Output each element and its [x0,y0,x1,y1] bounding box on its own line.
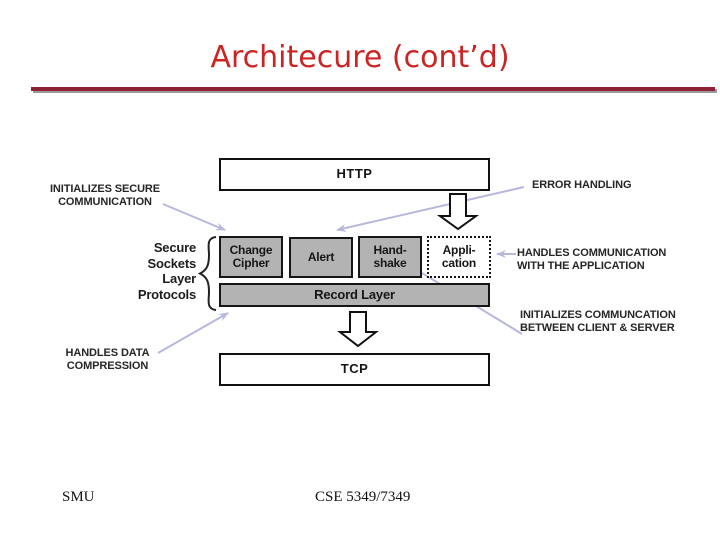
change-cipher-box: Change Cipher [219,236,283,278]
http-label: HTTP [336,166,373,182]
handshake-label: Hand- shake [373,242,407,270]
block-arrow-record-to-tcp [337,311,379,348]
slide-title: Architecure (cont’d) [210,40,510,75]
change-cipher-label: Change Cipher [229,242,273,270]
record-layer-label: Record Layer [314,286,395,302]
connector-init-secure [162,203,226,231]
handshake-box: Hand- shake [358,236,422,278]
title-underline [31,87,715,91]
annotation-error-handling: ERROR HANDLING [532,179,632,191]
alert-label: Alert [307,249,335,264]
tcp-box: TCP [219,353,490,386]
footer-course-number: CSE 5349/7349 [315,489,411,505]
ssl-protocols-label: Secure Sockets Layer Protocols [137,240,196,302]
annotation-handles-data-compression: HANDLES DATA COMPRESSION [65,347,150,372]
tcp-label: TCP [340,361,369,377]
annotation-handles-communication: HANDLES COMMUNICATION WITH THE APPLICATI… [517,247,667,272]
ssl-brace [197,236,217,311]
http-box: HTTP [219,158,490,191]
annotation-initializes-secure-communication: INITIALIZES SECURE COMMUNICATION [49,183,161,208]
application-box: Appli- cation [427,236,491,278]
block-arrow-http-to-application [436,193,480,231]
footer-smu: SMU [62,489,95,505]
alert-box: Alert [289,237,353,278]
annotation-initializes-communcation: INITIALIZES COMMUNCATION BETWEEN CLIENT … [520,309,676,334]
record-layer-box: Record Layer [219,283,490,307]
connector-error-handling [336,186,525,232]
application-label: Appli- cation [441,242,477,270]
